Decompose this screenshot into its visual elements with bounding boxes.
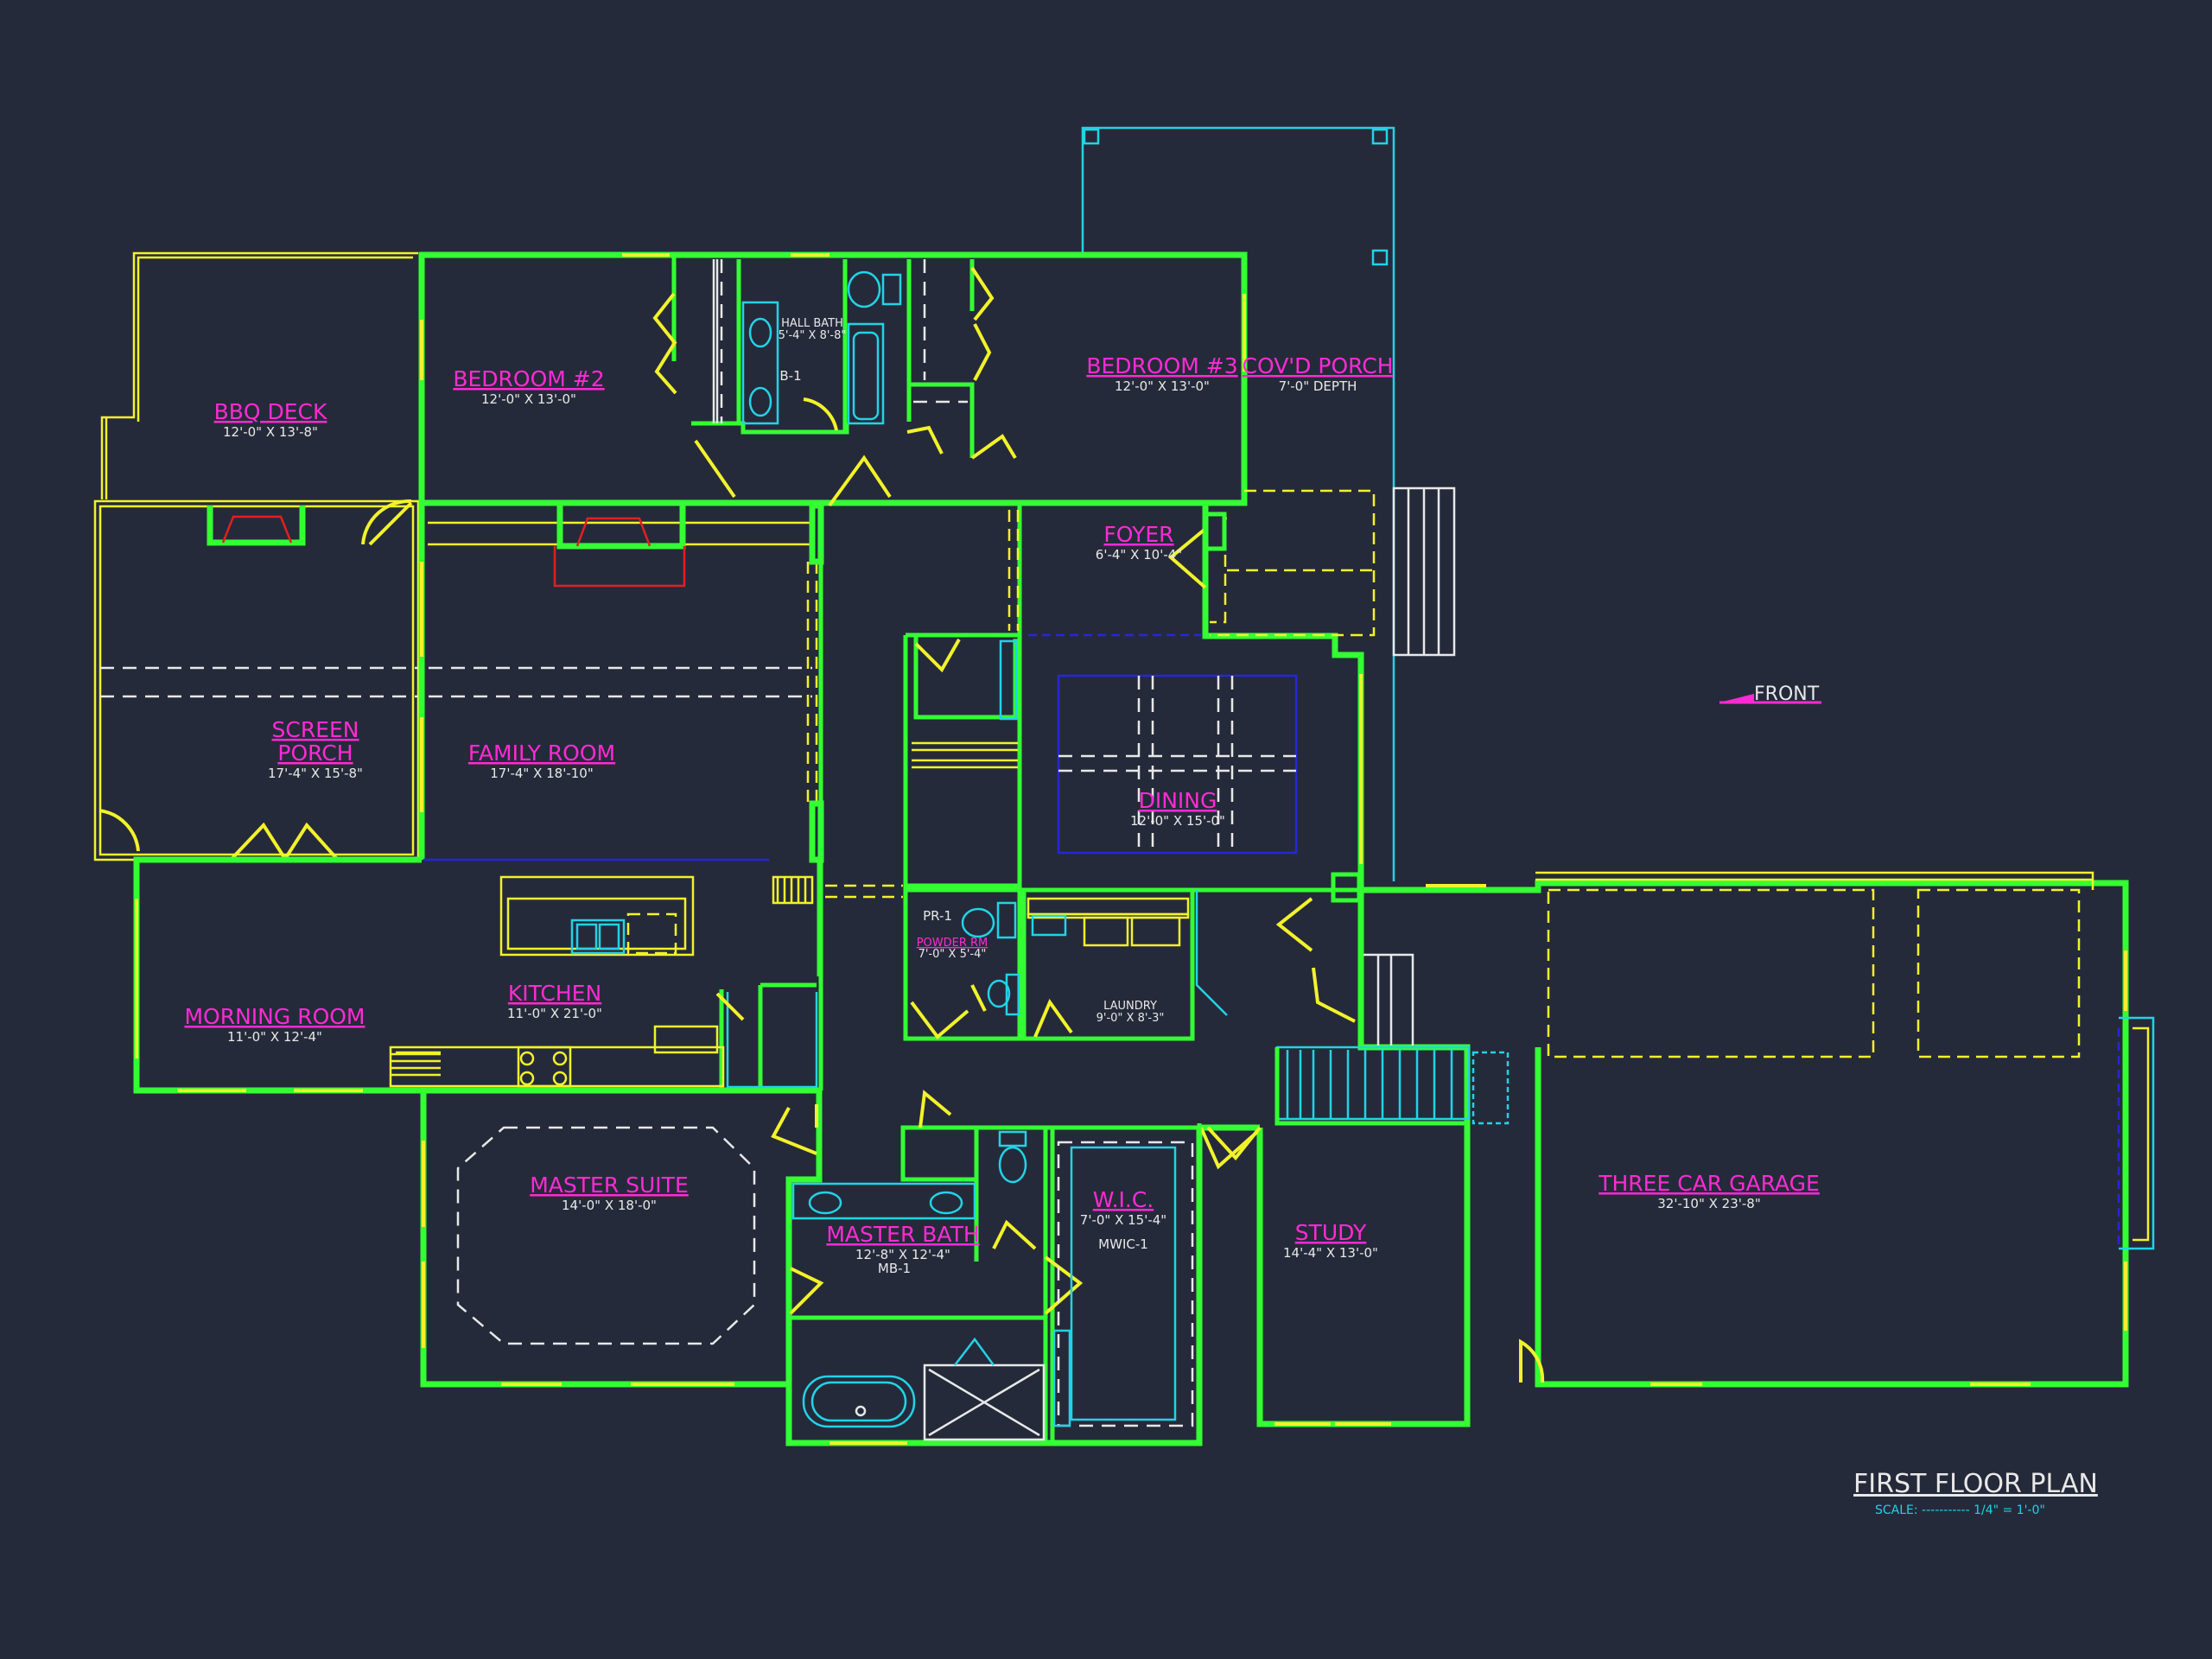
kitchen-fixtures	[389, 875, 903, 1089]
master-bath-dim: 12'-8" X 12'-4"	[855, 1247, 950, 1262]
covd-porch-dim: 7'-0" DEPTH	[1279, 378, 1357, 394]
hall-bath-label: HALL BATH	[781, 317, 843, 330]
stairs	[1199, 1046, 1510, 1170]
foyer-details	[1007, 489, 1376, 637]
front-label: FRONT	[1754, 683, 1820, 705]
bedroom3-dim: 12'-0" X 13'-0"	[1115, 378, 1210, 394]
study-dim: 14'-4" X 13'-0"	[1283, 1245, 1378, 1261]
hall-bath-dim: 5'-4" X 8'-8"	[779, 329, 847, 342]
kitchen-dim: 11'-0" X 21'-0"	[507, 1006, 602, 1021]
dining-dim: 12'-0" X 15'-0"	[1130, 813, 1225, 829]
family-room-label: FAMILY ROOM	[468, 741, 615, 766]
study-label: STUDY	[1295, 1220, 1367, 1245]
front-arrow	[1719, 694, 1821, 704]
screen-porch-dim: 17'-4" X 15'-8"	[268, 766, 363, 781]
screen-porch-label-2: PORCH	[277, 741, 353, 766]
master-bath-fixtures	[789, 1090, 1084, 1441]
foyer-label: FOYER	[1103, 522, 1173, 547]
window-marks	[135, 253, 2127, 1445]
dining-details	[906, 632, 1298, 855]
screen-porch-outline	[93, 499, 420, 861]
bedroom-doors	[652, 266, 995, 507]
master-suite-dim: 14'-0" X 18'-0"	[562, 1198, 657, 1213]
powder-code: PR-1	[923, 908, 952, 924]
laundry-label: LAUNDRY	[1103, 1000, 1157, 1013]
dining-label: DINING	[1139, 788, 1217, 813]
covered-porch-outline	[1081, 126, 1456, 881]
powder-dim: 7'-0" X 5'-4"	[918, 948, 987, 961]
plan-scale: SCALE: ----------- 1/4" = 1'-0"	[1875, 1503, 2045, 1517]
master-bath-label: MASTER BATH	[826, 1222, 979, 1247]
morning-room-label: MORNING ROOM	[184, 1004, 365, 1029]
exterior-walls	[133, 251, 2129, 1446]
master-bath-code: MB-1	[878, 1261, 911, 1276]
laundry-dim: 9'-0" X 8'-3"	[1096, 1012, 1165, 1025]
plan-title: FIRST FLOOR PLAN	[1853, 1469, 2098, 1499]
bedroom2-dim: 12'-0" X 13'-0"	[481, 391, 576, 407]
family-room-details	[423, 502, 824, 863]
hall-bath-fixtures	[712, 259, 1017, 460]
master-suite-ceiling	[456, 1104, 818, 1345]
kitchen-label: KITCHEN	[508, 981, 601, 1006]
study-details	[1197, 1123, 1262, 1443]
family-room-dim: 17'-4" X 18'-10"	[490, 766, 594, 781]
powder-laundry	[903, 872, 1414, 1046]
room-labels: BBQ DECK 12'-0" X 13'-8" BEDROOM #2 12'-…	[184, 317, 1819, 1276]
morning-room-dim: 11'-0" X 12'-4"	[227, 1029, 322, 1045]
garage-doors	[1519, 871, 2155, 1383]
bedroom3-label: BEDROOM #3	[1086, 353, 1237, 378]
wic-code: MWIC-1	[1098, 1236, 1148, 1252]
powder-label: POWDER RM	[917, 937, 988, 950]
title-block: FIRST FLOOR PLAN SCALE: ----------- 1/4"…	[1853, 1469, 2098, 1517]
wic-details	[1052, 1141, 1194, 1427]
hall-bath-code: B-1	[779, 368, 801, 384]
covd-porch-label: COV'D PORCH	[1243, 353, 1394, 378]
bedroom2-label: BEDROOM #2	[453, 366, 604, 391]
foyer-dim: 6'-4" X 10'-4"	[1096, 547, 1182, 563]
wic-dim: 7'-0" X 15'-4"	[1080, 1212, 1166, 1228]
bbq-deck-dim: 12'-0" X 13'-8"	[223, 424, 318, 440]
master-suite-label: MASTER SUITE	[530, 1173, 689, 1198]
wic-label: W.I.C.	[1093, 1187, 1154, 1212]
garage-label: THREE CAR GARAGE	[1598, 1171, 1820, 1196]
garage-dim: 32'-10" X 23'-8"	[1657, 1196, 1761, 1211]
bbq-deck-label: BBQ DECK	[214, 399, 327, 424]
screen-porch-label-1: SCREEN	[272, 717, 359, 742]
